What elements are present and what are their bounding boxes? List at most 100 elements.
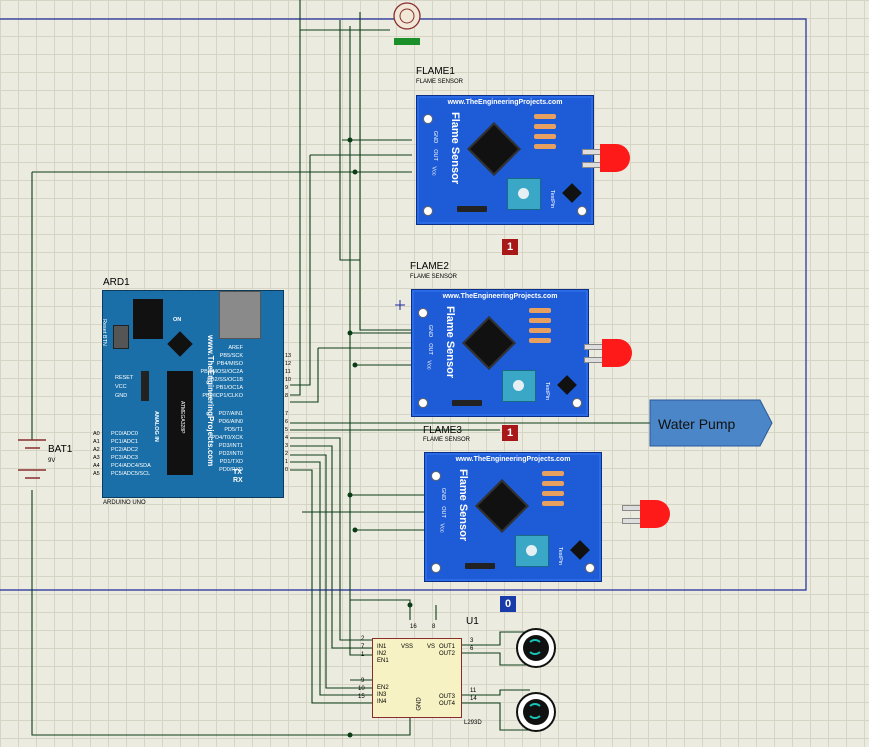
driver-pin-9: 9 [361, 678, 365, 684]
arduino-digital-num-digital_bottom-2: 5 [285, 427, 289, 433]
driver-vs: VS [427, 644, 436, 650]
arduino-reset-button[interactable] [113, 325, 129, 349]
driver-pin-16: 16 [410, 624, 417, 630]
arduino-digital-num-digital_bottom-7: 0 [285, 467, 289, 473]
arduino-board[interactable]: Reset BTN ON www.TheEngineeringProjects.… [93, 290, 291, 498]
flame3-led [622, 500, 670, 528]
flame1-pin-vcc: Vcc [430, 166, 437, 176]
arduino-analog-label-0: PC0/ADC0 [111, 431, 138, 437]
arduino-digital-label-digital_bottom-1: PD6/AIN0 [218, 419, 243, 425]
arduino-pin-vcc: VCC [115, 384, 127, 390]
flame3-potentiometer[interactable] [515, 535, 549, 567]
flame2-potentiometer[interactable] [502, 370, 536, 402]
arduino-usb-port [219, 291, 261, 339]
driver-vss: VSS [401, 644, 414, 650]
driver-in2: IN2 [377, 651, 387, 657]
arduino-digital-num-digital_bottom-3: 4 [285, 435, 289, 441]
driver-out4: OUT4 [439, 701, 456, 707]
driver-pin-15: 15 [358, 694, 365, 700]
arduino-digital-num-digital_top-6: 8 [285, 393, 289, 399]
driver-en1: EN1 [377, 658, 389, 664]
flame3-testpin: TestPin [557, 546, 564, 566]
arduino-pin-reset: RESET [115, 375, 134, 381]
battery-value: 9V [48, 458, 56, 464]
arduino-digital-label-digital_bottom-0: PD7/AIN1 [218, 411, 243, 417]
flame1-url: www.TheEngineeringProjects.com [447, 99, 563, 106]
flame3-sensor-board[interactable]: www.TheEngineeringProjects.com Flame Sen… [424, 452, 602, 582]
flame3-label: Flame Sensor [457, 469, 469, 542]
arduino-analog-label-1: PC1/ADC1 [111, 439, 138, 445]
arduino-digital-num-digital_bottom-6: 1 [285, 459, 289, 465]
driver-pin-14: 14 [470, 696, 477, 702]
arduino-digital-num-digital_bottom-4: 3 [285, 443, 289, 449]
arduino-digital-label-digital_top-6: PB0/ICP1/CLKO [202, 393, 243, 399]
flame1-type: FLAME SENSOR [416, 79, 464, 85]
arduino-digital-num-digital_bottom-5: 2 [285, 451, 289, 457]
arduino-digital-label-digital_top-3: PB3/MOSI/OC2A [200, 369, 244, 375]
arduino-digital-label-digital_top-4: PB2/SS/OC1B [207, 377, 243, 383]
flame2-url: www.TheEngineeringProjects.com [442, 293, 558, 300]
logic-probe-1[interactable]: 1 [506, 241, 514, 253]
logic-probe-2[interactable]: 1 [506, 427, 514, 439]
flame1-chip [467, 122, 521, 176]
driver-en2: EN2 [377, 685, 389, 691]
battery[interactable] [18, 438, 46, 482]
flame2-sensor-board[interactable]: www.TheEngineeringProjects.com Flame Sen… [411, 289, 589, 417]
battery-ref: BAT1 [48, 444, 73, 455]
flame1-testpin: TestPin [549, 189, 556, 209]
flame1-label: Flame Sensor [449, 112, 461, 185]
flame1-ref: FLAME1 [416, 66, 455, 77]
buzzer[interactable] [392, 2, 422, 46]
arduino-digital-num-digital_bottom-0: 7 [285, 411, 289, 417]
driver-gnd: GND [416, 697, 423, 711]
flame2-pin-gnd: GND [427, 324, 434, 338]
arduino-reset-label: Reset BTN [101, 319, 107, 346]
driver-pin-2: 2 [361, 636, 365, 642]
arduino-rx-label: RX [233, 477, 243, 484]
arduino-digital-num-digital_top-5: 9 [285, 385, 289, 391]
flame2-chip [462, 316, 516, 370]
arduino-digital-label-digital_bottom-2: PD5/T1 [224, 427, 243, 433]
flame1-sensor-board[interactable]: www.TheEngineeringProjects.com Flame Sen… [416, 95, 594, 225]
arduino-pin-a3: A3 [93, 455, 100, 461]
flame2-testpin: TestPin [544, 381, 551, 401]
water-pump-terminal[interactable]: Water Pump [658, 416, 736, 432]
arduino-digital-label-digital_top-0: AREF [228, 345, 243, 351]
arduino-pin-a1: A1 [93, 439, 100, 445]
flame1-potentiometer[interactable] [507, 178, 541, 210]
arduino-digital-label-digital_top-1: PB5/SCK [219, 353, 243, 359]
dc-motor-2[interactable] [516, 692, 556, 732]
arduino-on-label: ON [173, 317, 182, 323]
arduino-pin-a4: A4 [93, 463, 100, 469]
arduino-digital-label-digital_bottom-7: PD0/RXD [219, 467, 243, 473]
arduino-name: ARDUINO UNO [103, 500, 146, 506]
arduino-analog-label-5: PC5/ADC5/SCL [111, 471, 151, 477]
arduino-digital-label-digital_bottom-3: PD4/T0/XCK [211, 435, 243, 441]
atmega-chip [167, 371, 193, 475]
driver-ref: U1 [466, 616, 479, 627]
arduino-analog-label-2: PC2/ADC2 [111, 447, 138, 453]
arduino-analog-label-4: PC4/ADC4/SDA [111, 463, 151, 469]
flame3-pin-vcc: Vcc [438, 523, 445, 533]
flame1-led [582, 144, 630, 172]
driver-pin-10: 10 [358, 686, 365, 692]
logic-probe-3[interactable]: 0 [504, 598, 512, 610]
flame3-chip [475, 479, 529, 533]
driver-in1: IN1 [377, 644, 387, 650]
arduino-power-jack [133, 299, 163, 339]
flame3-type: FLAME SENSOR [423, 437, 471, 443]
driver-out3: OUT3 [439, 694, 456, 700]
driver-pin-6: 6 [470, 646, 474, 652]
flame3-ref: FLAME3 [423, 425, 462, 436]
driver-pin-8: 8 [432, 624, 436, 630]
arduino-digital-num-digital_top-1: 13 [285, 353, 292, 359]
arduino-analog-label-3: PC3/ADC3 [111, 455, 138, 461]
dc-motor-1[interactable] [516, 628, 556, 668]
arduino-pin-a0: A0 [93, 431, 100, 437]
flame2-label: Flame Sensor [444, 306, 456, 379]
arduino-tx-label: TX [233, 469, 242, 476]
l293d-driver[interactable]: IN1 IN2 EN1 EN2 IN3 IN4 VSS VS OUT1 OUT2… [372, 638, 462, 718]
arduino-digital-num-digital_top-3: 11 [285, 369, 291, 375]
driver-pin-1: 1 [361, 652, 365, 658]
